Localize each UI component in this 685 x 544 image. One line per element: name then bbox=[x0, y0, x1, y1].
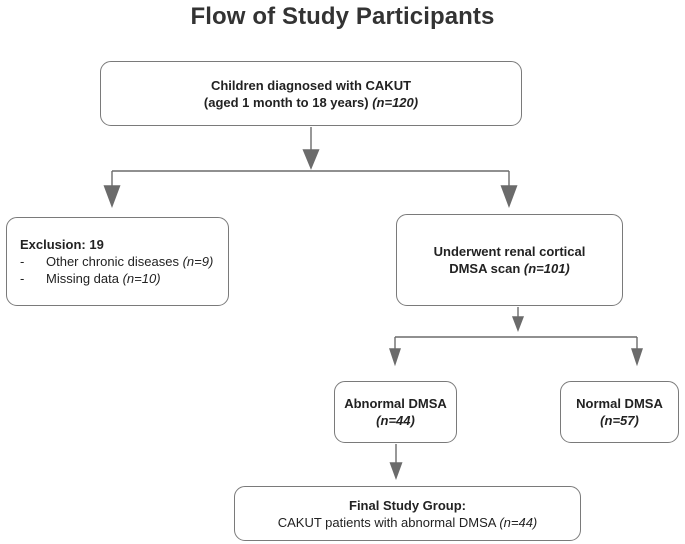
node-final-description: CAKUT patients with abnormal DMSA bbox=[277, 514, 500, 530]
node-dmsa-scan: Underwent renal cortical DMSA scan (n=10… bbox=[396, 214, 623, 306]
node-enrolled-line2: (aged 1 month to 18 years) (n=120) bbox=[204, 94, 418, 111]
node-exclusion-item-2-text: Missing data bbox=[46, 271, 123, 286]
bullet-dash-icon: - bbox=[20, 254, 25, 269]
node-enrolled-participants: Children diagnosed with CAKUT (aged 1 mo… bbox=[100, 61, 522, 126]
arrowhead-to-dmsa bbox=[500, 185, 518, 208]
node-exclusion-item-2: - Missing data (n=10) bbox=[20, 270, 161, 287]
node-exclusion-heading: Exclusion: 19 bbox=[20, 237, 104, 252]
node-final-count: (n=44) bbox=[499, 514, 538, 530]
node-exclusion: Exclusion: 19 - Other chronic diseases (… bbox=[6, 217, 229, 306]
node-enrolled-age-range: (aged 1 month to 18 years) bbox=[203, 94, 373, 110]
node-normal-label: Normal DMSA bbox=[576, 396, 663, 411]
node-dmsa-line1: Underwent renal cortical bbox=[433, 244, 586, 259]
node-final-heading: Final Study Group: bbox=[349, 497, 466, 513]
node-normal-dmsa: Normal DMSA (n=57) bbox=[560, 381, 679, 443]
node-exclusion-item-1-label: Other chronic diseases (n=9) bbox=[46, 253, 213, 270]
node-exclusion-item-1-text: Other chronic diseases bbox=[46, 254, 183, 269]
node-enrolled-line1: Children diagnosed with CAKUT bbox=[210, 77, 412, 93]
arrowhead-to-normal bbox=[631, 348, 643, 367]
arrowhead-to-exclusion bbox=[103, 185, 121, 208]
node-dmsa-label: DMSA scan bbox=[449, 261, 524, 276]
node-dmsa-count: (n=101) bbox=[523, 261, 570, 276]
arrowhead-dmsa-stem bbox=[511, 316, 525, 332]
node-abnormal-label: Abnormal DMSA bbox=[344, 396, 447, 411]
node-exclusion-item-1: - Other chronic diseases (n=9) bbox=[20, 253, 213, 270]
arrowhead-to-abnormal bbox=[389, 348, 401, 367]
node-normal-count: (n=57) bbox=[600, 413, 639, 428]
arrowhead-to-final bbox=[389, 462, 403, 481]
node-exclusion-item-2-label: Missing data (n=10) bbox=[46, 270, 161, 287]
node-exclusion-item-1-count: (n=9) bbox=[182, 254, 214, 269]
bullet-dash-icon: - bbox=[20, 271, 25, 286]
node-final-study-group: Final Study Group: CAKUT patients with a… bbox=[234, 486, 581, 541]
node-exclusion-item-2-count: (n=10) bbox=[122, 271, 161, 286]
arrowhead-enrolled-stem bbox=[302, 149, 320, 170]
node-abnormal-dmsa: Abnormal DMSA (n=44) bbox=[334, 381, 457, 443]
node-final-line2: CAKUT patients with abnormal DMSA (n=44) bbox=[278, 514, 538, 531]
node-dmsa-line2: DMSA scan (n=101) bbox=[449, 260, 570, 277]
node-abnormal-count: (n=44) bbox=[376, 413, 415, 428]
page-title: Flow of Study Participants bbox=[190, 3, 495, 30]
node-enrolled-count: (n=120) bbox=[372, 94, 419, 110]
